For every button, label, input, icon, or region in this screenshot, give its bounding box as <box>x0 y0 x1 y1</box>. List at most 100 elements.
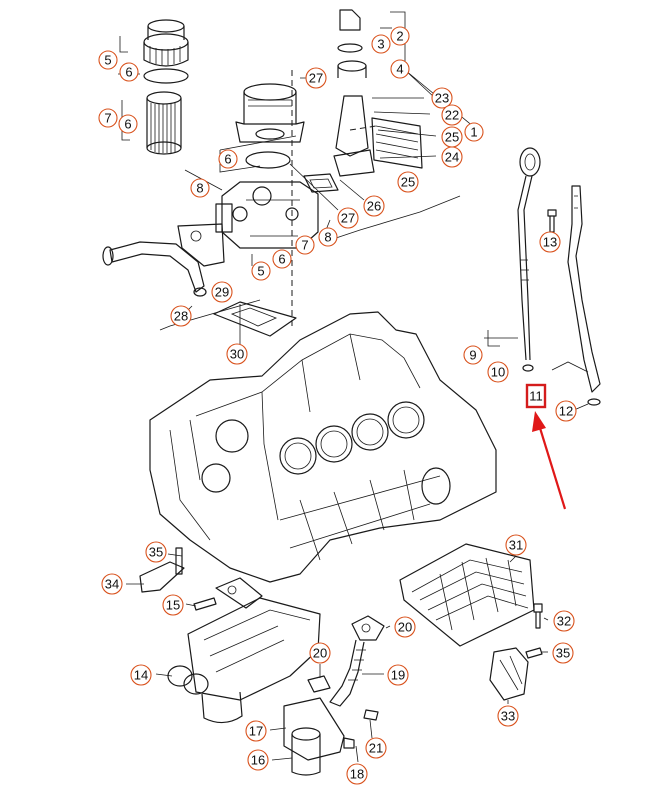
engine-block <box>149 311 497 583</box>
callout-number: 35 <box>149 545 163 560</box>
callout-20: 20 <box>394 616 416 638</box>
callout-circle <box>305 67 327 89</box>
callout-13: 13 <box>539 231 561 253</box>
callout-8: 8 <box>190 178 210 198</box>
callout-circle <box>555 400 577 422</box>
callout-27: 27 <box>305 67 327 89</box>
callout-circle <box>130 664 152 686</box>
callout-number: 1 <box>470 125 477 140</box>
oil-pump <box>167 577 321 724</box>
callout-number: 27 <box>309 71 323 86</box>
callout-2: 2 <box>390 26 410 46</box>
callout-27: 27 <box>337 207 359 229</box>
callout-circle <box>318 227 338 247</box>
callout-number: 6 <box>278 252 285 267</box>
callout-number: 27 <box>341 211 355 226</box>
callout-circle <box>170 305 192 327</box>
callout-circle <box>162 594 184 616</box>
callout-23: 23 <box>431 87 453 109</box>
callout-number: 24 <box>445 150 459 165</box>
callout-3: 3 <box>371 34 391 54</box>
bracket-34 <box>139 547 185 593</box>
callout-9: 9 <box>463 345 483 365</box>
oil-dipstick <box>517 147 541 372</box>
callout-34: 34 <box>101 573 123 595</box>
callout-19: 19 <box>387 664 409 686</box>
callout-number: 26 <box>367 199 381 214</box>
callout-number: 31 <box>509 538 523 553</box>
callout-number: 34 <box>105 577 119 592</box>
bolt-13 <box>547 209 557 233</box>
callout-6: 6 <box>272 249 292 269</box>
callout-number: 17 <box>249 724 263 739</box>
callout-24: 24 <box>441 146 463 168</box>
callout-circle <box>552 642 574 664</box>
callout-5: 5 <box>98 50 118 70</box>
callout-number: 32 <box>557 614 571 629</box>
o-ring-mid <box>245 151 291 169</box>
bolt-32 <box>533 603 543 629</box>
callout-15: 15 <box>162 594 184 616</box>
callout-35: 35 <box>145 541 167 563</box>
o-ring-upper <box>143 68 189 84</box>
callout-number: 25 <box>445 130 459 145</box>
callout-number: 19 <box>391 668 405 683</box>
callout-number: 5 <box>257 264 264 279</box>
callout-number: 14 <box>134 668 148 683</box>
callout-circle <box>505 534 527 556</box>
callout-circle <box>337 207 359 229</box>
callout-number: 20 <box>313 646 327 661</box>
callout-circle <box>463 345 483 365</box>
callout-circle <box>431 87 453 109</box>
callout-21: 21 <box>365 737 387 759</box>
callout-29: 29 <box>211 281 233 303</box>
callout-circle <box>441 146 463 168</box>
callout-6: 6 <box>118 114 138 134</box>
callout-circle <box>295 235 315 255</box>
callout-7: 7 <box>98 108 118 128</box>
callout-circle <box>98 50 118 70</box>
callout-circle <box>247 749 269 771</box>
callout-circle <box>190 178 210 198</box>
callout-number: 5 <box>104 53 111 68</box>
callout-circle <box>441 104 463 126</box>
callout-number: 33 <box>501 709 515 724</box>
callout-circle <box>119 62 139 82</box>
callout-35: 35 <box>552 642 574 664</box>
callout-number: 3 <box>377 37 384 52</box>
callout-circle <box>371 34 391 54</box>
callout-number: 29 <box>215 285 229 300</box>
callout-circle <box>363 195 385 217</box>
oil-filter-housing <box>235 83 305 143</box>
callout-4: 4 <box>390 59 410 79</box>
callout-number: 35 <box>556 646 570 661</box>
callout-number: 15 <box>166 598 180 613</box>
callout-number: 6 <box>124 117 131 132</box>
callout-circle <box>390 59 410 79</box>
bolt-35-right <box>525 647 543 659</box>
bolt-15 <box>193 597 217 611</box>
callout-circle <box>390 26 410 46</box>
callout-circle <box>272 249 292 269</box>
callout-circle <box>226 343 248 365</box>
callout-circle <box>487 361 509 383</box>
callout-circle <box>251 261 271 281</box>
callout-number: 23 <box>435 91 449 106</box>
callout-25: 25 <box>397 171 419 193</box>
callout-16: 16 <box>247 749 269 771</box>
oil-filter-cap <box>143 19 189 67</box>
callout-number: 28 <box>174 309 188 324</box>
callout-circle <box>118 114 138 134</box>
line-art <box>102 9 601 776</box>
highlight-arrow <box>532 411 567 510</box>
callout-17: 17 <box>245 720 267 742</box>
callout-number: 7 <box>104 111 111 126</box>
oil-pan-baffle <box>399 543 535 647</box>
callout-12: 12 <box>555 400 577 422</box>
callout-11: 11 <box>525 383 547 409</box>
callout-circle <box>365 737 387 759</box>
callout-number: 10 <box>491 365 505 380</box>
callout-number: 12 <box>559 404 573 419</box>
